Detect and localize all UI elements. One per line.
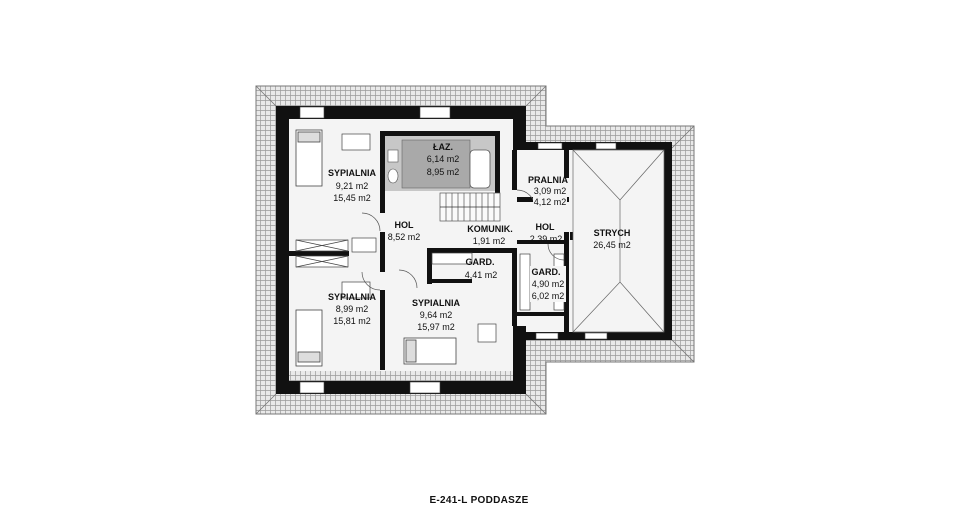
- room-area: 1,91 m2: [473, 236, 506, 246]
- room-label-sypialnia-2: SYPIALNIA 8,99 m2 15,81 m2: [328, 292, 377, 326]
- room-area: 26,45 m2: [593, 240, 631, 250]
- shower-area: [401, 139, 471, 189]
- room-area-2: 6,02 m2: [532, 291, 565, 301]
- toilet: [387, 168, 399, 184]
- room-area-2: 15,45 m2: [333, 193, 371, 203]
- room-area: 8,99 m2: [336, 304, 369, 314]
- outer-walls: [276, 106, 672, 394]
- room-label-sypialnia-3: SYPIALNIA 9,64 m2 15,97 m2: [412, 298, 461, 332]
- room-label-pralnia: PRALNIA 3,09 m2 4,12 m2: [528, 175, 568, 210]
- room-label-komunikacja: KOMUNIK. 1,91 m2: [467, 224, 513, 246]
- room-area: 4,90 m2: [532, 279, 565, 289]
- roof-ridge-lines: [572, 149, 665, 333]
- bathtub: [469, 149, 491, 189]
- room-name: PRALNIA: [528, 175, 568, 185]
- room-area-2: 15,97 m2: [417, 322, 455, 332]
- room-area-2: 4,12 m2: [534, 197, 567, 207]
- bed-right: [403, 337, 457, 365]
- room-name: STRYCH: [594, 228, 631, 238]
- room-name: KOMUNIK.: [467, 224, 513, 234]
- room-label-garderoba-1: GARD. 4,41 m2: [465, 257, 498, 280]
- room-area: 3,09 m2: [534, 186, 567, 196]
- room-name: GARD.: [466, 257, 495, 267]
- room-name: ŁAZ.: [433, 142, 453, 152]
- room-label-strych: STRYCH 26,45 m2: [593, 228, 631, 250]
- plan-caption: E-241-L PODDASZE: [429, 495, 529, 506]
- bed-bottom-left: [295, 309, 323, 367]
- room-area: 9,64 m2: [420, 310, 453, 320]
- room-area: 2,39 m2: [530, 234, 563, 244]
- room-area: 8,52 m2: [388, 232, 421, 242]
- room-area-2: 15,81 m2: [333, 316, 371, 326]
- room-name: GARD.: [532, 267, 561, 277]
- room-area: 9,21 m2: [336, 181, 369, 191]
- room-name: SYPIALNIA: [328, 292, 377, 302]
- room-label-lazienka: ŁAZ. 6,14 m2 8,95 m2: [427, 142, 460, 177]
- room-label-hol-2: HOL 2,39 m2: [530, 222, 563, 244]
- washbasin: [387, 149, 399, 163]
- room-label-sypialnia-1: SYPIALNIA 9,21 m2 15,45 m2: [328, 168, 377, 203]
- room-area: 6,14 m2: [427, 154, 460, 164]
- room-label-hol-1: HOL 8,52 m2: [388, 220, 421, 242]
- windows: [299, 106, 617, 394]
- room-area: 4,41 m2: [465, 270, 498, 280]
- room-area-2: 8,95 m2: [427, 167, 460, 177]
- room-name: SYPIALNIA: [412, 298, 461, 308]
- room-label-garderoba-2: GARD. 4,90 m2 6,02 m2: [530, 266, 566, 302]
- bed-top-left: [295, 129, 323, 187]
- room-name: SYPIALNIA: [328, 168, 377, 178]
- room-name: HOL: [395, 220, 415, 230]
- staircase: [439, 192, 501, 222]
- room-name: HOL: [536, 222, 556, 232]
